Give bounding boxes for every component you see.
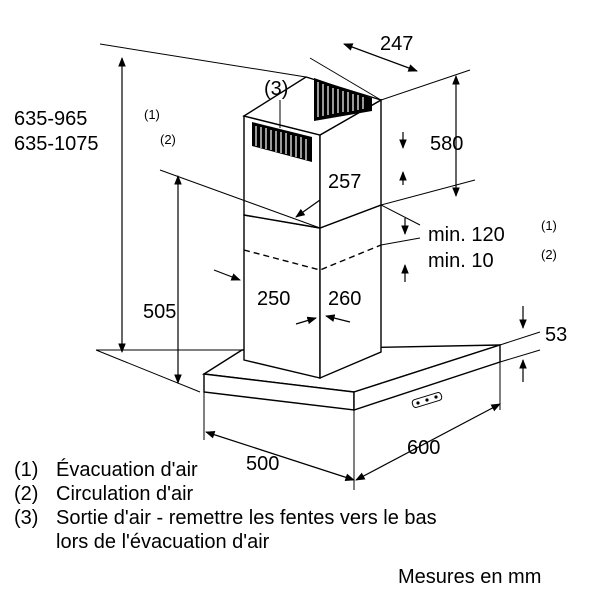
- label-width-top: 247: [380, 33, 413, 55]
- legend-item-number: (3): [14, 507, 39, 529]
- label-min-1: min. 120: [428, 224, 505, 246]
- legend-item-number: (2): [14, 483, 39, 505]
- dim-260-right: [325, 314, 351, 323]
- legend-item-number: (1): [14, 459, 39, 481]
- label-vent-callout: (3): [264, 78, 288, 100]
- vent-slots-right: [314, 78, 372, 121]
- legend-item: (1) Évacuation d'air: [14, 458, 437, 482]
- dim-500: [205, 431, 355, 481]
- legend-item: (3) Sortie d'air - remettre les fentes v…: [14, 506, 437, 530]
- dimension-lines: [118, 43, 527, 481]
- label-min-2-ref: (2): [541, 247, 557, 262]
- label-canopy-depth: 500: [246, 453, 279, 475]
- legend-item: (2) Circulation d'air: [14, 482, 437, 506]
- legend-item-text: lors de l'évacuation d'air: [56, 531, 270, 553]
- dim-260-left: [295, 316, 317, 325]
- label-canopy-width: 600: [407, 437, 440, 459]
- units-note: Mesures en mm: [398, 566, 542, 588]
- label-total-height-2-ref: (2): [160, 132, 176, 147]
- label-width-chimney-right: 260: [328, 288, 361, 310]
- dim-250-arrow: [213, 269, 241, 281]
- legend-item-text: Circulation d'air: [56, 483, 194, 505]
- dim-257-arrow: [295, 199, 321, 218]
- lower-chimney: [243, 203, 382, 380]
- label-height-lower: 505: [143, 301, 176, 323]
- legend-item-number: [14, 530, 56, 554]
- label-min-1-ref: (1): [541, 218, 557, 233]
- dim-247: [343, 43, 418, 72]
- control-panel: [411, 392, 443, 408]
- label-total-height-1: 635-965: [14, 108, 87, 130]
- vent-slots-left: [252, 122, 312, 162]
- dim-600: [355, 403, 501, 481]
- legend-item-text: Évacuation d'air: [56, 459, 198, 481]
- label-height-chimney: 580: [430, 133, 463, 155]
- legend: (1) Évacuation d'air (2) Circulation d'a…: [14, 458, 437, 554]
- label-depth-chimney: 257: [328, 171, 361, 193]
- label-thickness-canopy: 53: [545, 324, 567, 346]
- label-total-height-1-ref: (1): [144, 107, 160, 122]
- label-width-chimney-left: 250: [257, 288, 290, 310]
- label-total-height-2: 635-1075: [14, 133, 99, 155]
- extension-lines: [95, 43, 541, 490]
- legend-item-text: Sortie d'air - remettre les fentes vers …: [56, 507, 437, 529]
- legend-item: lors de l'évacuation d'air: [14, 530, 437, 554]
- label-min-2: min. 10: [428, 250, 494, 272]
